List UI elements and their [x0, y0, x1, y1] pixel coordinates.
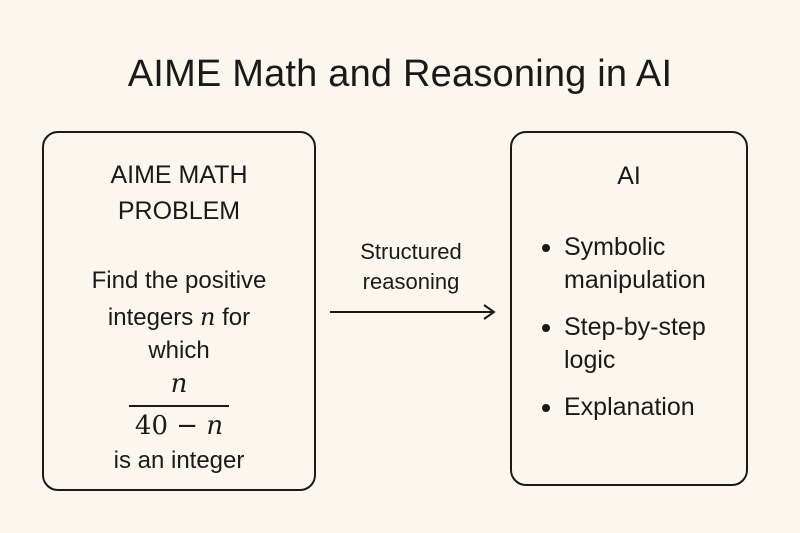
- variable-n: n: [199, 303, 216, 331]
- bullet-icon: [542, 244, 550, 252]
- problem-box: AIME MATH PROBLEM Find the positive inte…: [42, 131, 316, 491]
- fraction-denominator-prefix: 40 −: [134, 410, 207, 441]
- problem-heading: AIME MATH PROBLEM: [44, 157, 314, 229]
- problem-heading-line2: PROBLEM: [117, 197, 241, 225]
- arrow-label: Structured reasoning: [326, 237, 496, 297]
- ai-heading: AI: [617, 162, 641, 190]
- bullet-icon: [542, 324, 550, 332]
- ai-capability-list: Symbolic manipulation Step-by-step logic…: [542, 231, 742, 438]
- arrow-label-line2: reasoning: [362, 269, 460, 294]
- list-item: Explanation: [542, 391, 742, 424]
- fraction-denominator-var: n: [206, 410, 224, 441]
- bullet-icon: [542, 404, 550, 412]
- problem-line4: is an integer: [113, 447, 245, 474]
- diagram-title: AIME Math and Reasoning in AI: [127, 53, 673, 95]
- right-arrow-icon: [330, 304, 496, 320]
- problem-line3: which: [148, 337, 210, 364]
- list-item-label: Step-by-step logic: [564, 313, 706, 374]
- list-item: Symbolic manipulation: [542, 231, 742, 297]
- list-item: Step-by-step logic: [542, 311, 742, 377]
- list-item-label: Explanation: [564, 393, 695, 421]
- problem-line2: integers n for: [44, 301, 314, 334]
- fraction-denominator: 40 − n: [44, 411, 314, 441]
- problem-heading-line1: AIME MATH: [110, 161, 248, 189]
- fraction: n 40 − n: [44, 369, 314, 441]
- arrow-label-line1: Structured: [360, 239, 462, 264]
- problem-line2-prefix: integers: [107, 304, 194, 331]
- fraction-numerator: n: [170, 369, 188, 399]
- ai-box: AI Symbolic manipulation Step-by-step lo…: [510, 131, 748, 486]
- list-item-label: Symbolic manipulation: [564, 233, 706, 294]
- problem-line1: Find the positive: [91, 267, 267, 294]
- fraction-bar: [129, 405, 229, 407]
- problem-line2-suffix: for: [222, 304, 251, 331]
